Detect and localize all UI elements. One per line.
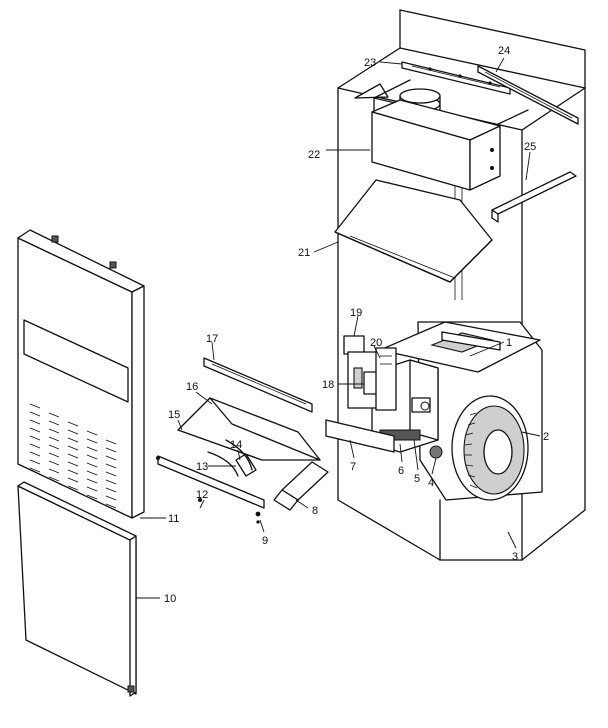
louvre-slot xyxy=(48,468,60,474)
callout-23: 23 xyxy=(364,57,376,69)
louvre-slot xyxy=(29,403,41,409)
callout-2: 2 xyxy=(543,431,549,443)
callout-5: 5 xyxy=(414,473,420,485)
louvre-slot xyxy=(48,452,60,458)
callout-12: 12 xyxy=(196,489,208,501)
leader-lines xyxy=(136,57,541,599)
louvre-slot xyxy=(48,460,60,466)
louvre-slot xyxy=(105,487,117,493)
louvre-slot xyxy=(67,469,79,475)
louvre-slot xyxy=(86,494,98,500)
callout-16: 16 xyxy=(186,381,198,393)
upper-door xyxy=(17,229,145,519)
louvre-slot xyxy=(48,420,60,426)
side-bracket xyxy=(491,171,577,223)
louvre-slot xyxy=(67,485,79,491)
callout-labels: 1 2 3 4 5 6 7 8 9 10 11 12 13 14 15 16 1… xyxy=(164,45,549,605)
flue-box xyxy=(371,88,501,191)
louvre-slot xyxy=(67,421,79,427)
blower-housing xyxy=(417,321,543,501)
louvre-slot xyxy=(105,471,117,477)
louvre-slot xyxy=(105,463,117,469)
top-rails xyxy=(401,61,579,125)
louvre-slot xyxy=(67,429,79,435)
callout-7: 7 xyxy=(350,461,356,473)
louvre-slot xyxy=(48,428,60,434)
callout-10: 10 xyxy=(164,593,176,605)
louvre-slot xyxy=(105,503,117,509)
louvre-slot xyxy=(29,443,41,449)
louvre-slot xyxy=(67,477,79,483)
callout-1: 1 xyxy=(506,337,512,349)
louvre-slot xyxy=(29,435,41,441)
louvre-slot xyxy=(86,438,98,444)
callout-11: 11 xyxy=(168,513,179,525)
transformer-assembly xyxy=(343,335,397,411)
callout-9: 9 xyxy=(262,535,268,547)
callout-13: 13 xyxy=(196,461,208,473)
louvre-slot xyxy=(48,412,60,418)
louvre-slot xyxy=(86,462,98,468)
louvre-slot xyxy=(86,430,98,436)
callout-22: 22 xyxy=(308,149,320,161)
louvre-slot xyxy=(48,436,60,442)
louvre-slot xyxy=(29,459,41,465)
louvre-slot xyxy=(29,419,41,425)
callout-25: 25 xyxy=(524,141,536,153)
callout-21: 21 xyxy=(298,247,310,259)
louvre-slot xyxy=(67,461,79,467)
louvre-slot xyxy=(67,437,79,443)
lower-door xyxy=(17,481,137,697)
louvre-slot xyxy=(48,476,60,482)
louvre-slot xyxy=(29,467,41,473)
callout-8: 8 xyxy=(312,505,318,517)
callout-18: 18 xyxy=(322,379,334,391)
louvre-slot xyxy=(105,439,117,445)
shelf-baffle xyxy=(334,179,493,283)
callout-14: 14 xyxy=(230,439,242,451)
inner-panel xyxy=(325,419,395,453)
callout-24: 24 xyxy=(498,45,510,57)
louvre-slot xyxy=(67,445,79,451)
louvre-slot xyxy=(29,411,41,417)
louvre-slot xyxy=(29,427,41,433)
callout-17: 17 xyxy=(206,333,218,345)
callout-4: 4 xyxy=(428,477,434,489)
blower-top-panel xyxy=(379,321,541,373)
callout-20: 20 xyxy=(370,337,382,349)
louvre-slot xyxy=(29,451,41,457)
louvre-slot xyxy=(86,486,98,492)
louvre-slot xyxy=(86,478,98,484)
callout-3: 3 xyxy=(512,551,518,563)
callout-6: 6 xyxy=(398,465,404,477)
louvre-slot xyxy=(48,444,60,450)
louvre-slot xyxy=(86,470,98,476)
louvre-slot xyxy=(105,479,117,485)
louvre-slot xyxy=(86,454,98,460)
louvre-slot xyxy=(105,495,117,501)
louvre-slot xyxy=(86,446,98,452)
louvre-slot xyxy=(67,453,79,459)
callout-19: 19 xyxy=(350,307,362,319)
louvre-slot xyxy=(105,455,117,461)
callout-15: 15 xyxy=(168,409,180,421)
louvre-slot xyxy=(105,447,117,453)
filter-bracket-assembly xyxy=(156,357,329,524)
